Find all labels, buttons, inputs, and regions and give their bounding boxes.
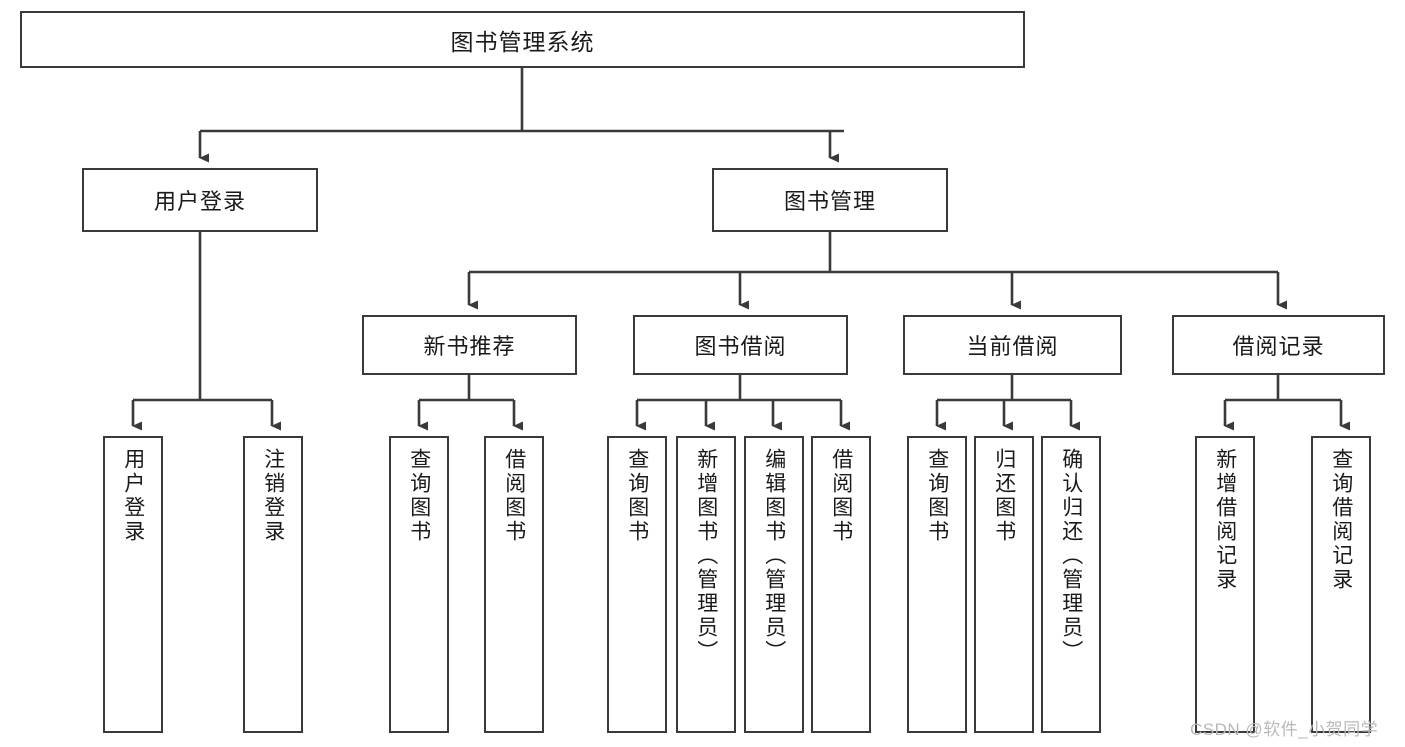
leaf-current-borrow-return[interactable]: 归还图书 bbox=[974, 436, 1034, 733]
leaf-new-book-query[interactable]: 查询图书 bbox=[389, 436, 449, 733]
leaf-label: 新增借阅记录 bbox=[1213, 448, 1237, 592]
node-new-book-recommend[interactable]: 新书推荐 bbox=[362, 315, 577, 375]
node-book-borrow[interactable]: 图书借阅 bbox=[633, 315, 848, 375]
leaf-label: 查询图书 bbox=[407, 448, 431, 544]
leaf-label: 查询图书 bbox=[625, 448, 649, 544]
leaf-label: 查询借阅记录 bbox=[1329, 448, 1353, 592]
leaf-label: 确认归还（管理员） bbox=[1059, 448, 1083, 664]
node-book-management[interactable]: 图书管理 bbox=[712, 168, 948, 232]
leaf-label: 新增图书（管理员） bbox=[694, 448, 718, 664]
node-user-login[interactable]: 用户登录 bbox=[82, 168, 318, 232]
leaf-book-borrow-add[interactable]: 新增图书（管理员） bbox=[676, 436, 736, 733]
leaf-label: 编辑图书（管理员） bbox=[762, 448, 786, 664]
leaf-new-book-borrow[interactable]: 借阅图书 bbox=[484, 436, 544, 733]
leaf-label: 注销登录 bbox=[261, 448, 285, 544]
leaf-current-borrow-query[interactable]: 查询图书 bbox=[907, 436, 967, 733]
leaf-book-borrow-query[interactable]: 查询图书 bbox=[607, 436, 667, 733]
leaf-label: 查询图书 bbox=[925, 448, 949, 544]
node-borrow-record[interactable]: 借阅记录 bbox=[1172, 315, 1385, 375]
leaf-user-login-logout[interactable]: 注销登录 bbox=[243, 436, 303, 733]
leaf-label: 借阅图书 bbox=[829, 448, 853, 544]
node-root-system[interactable]: 图书管理系统 bbox=[20, 11, 1025, 68]
leaf-label: 借阅图书 bbox=[502, 448, 526, 544]
leaf-borrow-record-query[interactable]: 查询借阅记录 bbox=[1311, 436, 1371, 733]
leaf-label: 归还图书 bbox=[992, 448, 1016, 544]
leaf-borrow-record-add[interactable]: 新增借阅记录 bbox=[1195, 436, 1255, 733]
csdn-watermark: CSDN @软件_小贺同学 bbox=[1190, 720, 1379, 739]
leaf-user-login-login[interactable]: 用户登录 bbox=[103, 436, 163, 733]
leaf-book-borrow-edit[interactable]: 编辑图书（管理员） bbox=[744, 436, 804, 733]
leaf-book-borrow-borrow[interactable]: 借阅图书 bbox=[811, 436, 871, 733]
leaf-label: 用户登录 bbox=[121, 448, 145, 544]
leaf-current-borrow-confirm-return[interactable]: 确认归还（管理员） bbox=[1041, 436, 1101, 733]
node-current-borrow[interactable]: 当前借阅 bbox=[903, 315, 1122, 375]
